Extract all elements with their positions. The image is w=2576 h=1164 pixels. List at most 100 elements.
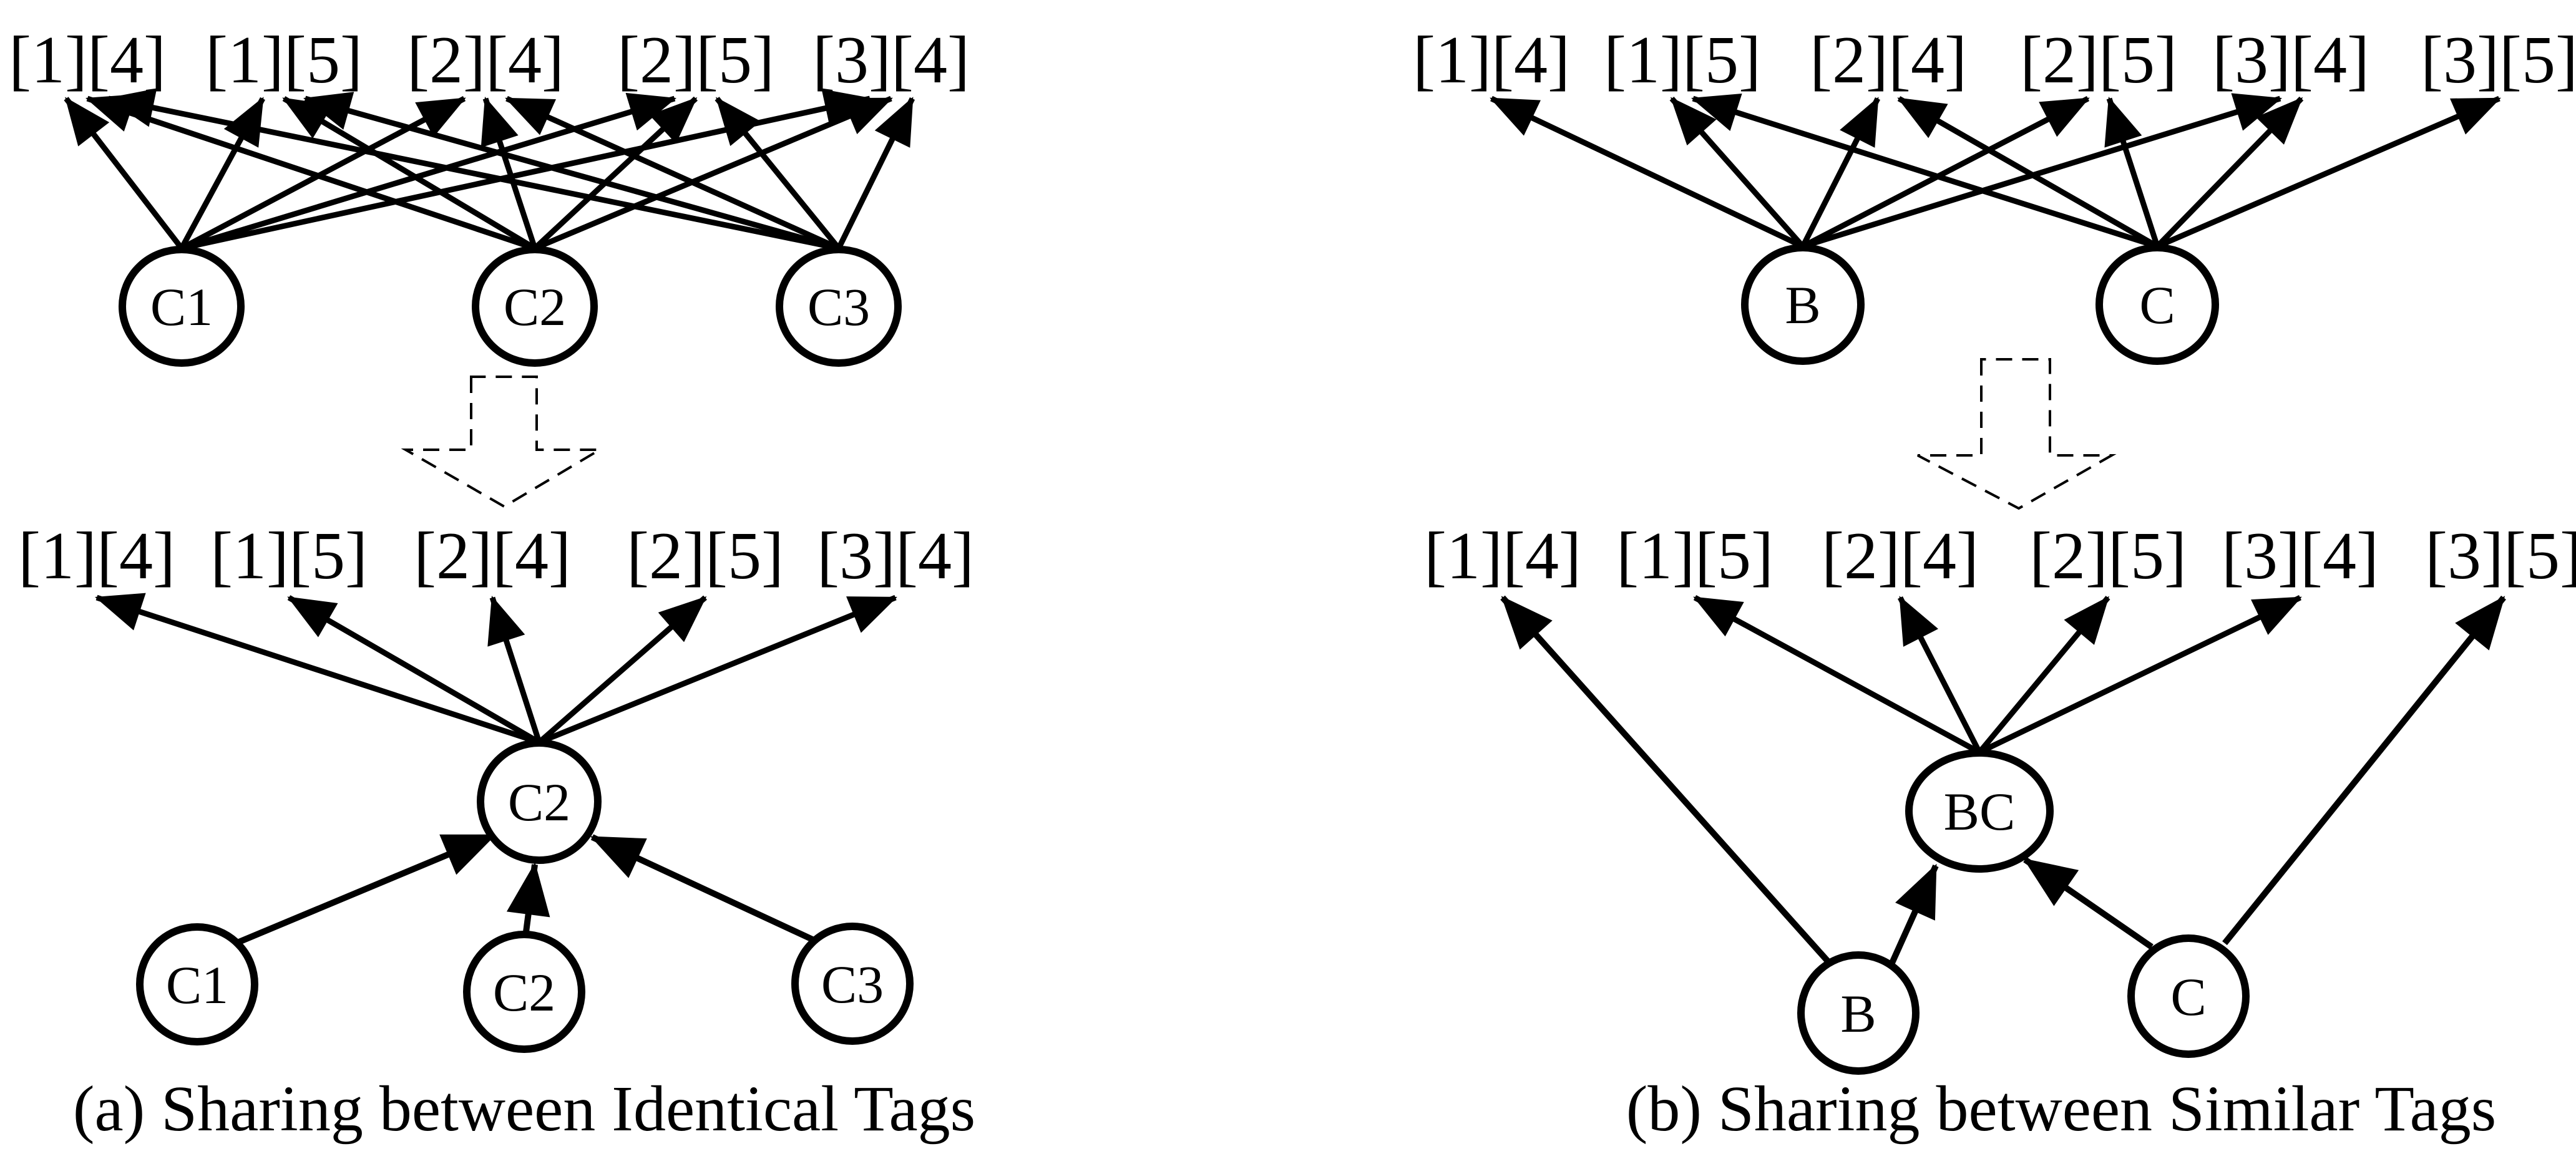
edge-arrow (2156, 95, 2501, 250)
edge-arrow (538, 594, 897, 745)
node-circle (2127, 934, 2250, 1058)
edges-b-bottom (1500, 594, 2506, 968)
node-C2: C2 (463, 931, 585, 1053)
node-label: C2 (508, 772, 570, 832)
node-circle (1905, 749, 2054, 873)
tag-label: [2][4] (407, 23, 564, 97)
edge-arrow (2155, 96, 2304, 249)
edge-arrow (1690, 93, 2159, 250)
edge-arrow (1897, 596, 1983, 754)
node-circle (119, 246, 245, 367)
tag-label: [3][4] (817, 519, 974, 593)
edge-arrow (180, 96, 466, 251)
caption-a: (a) Sharing between Identical Tags (73, 1073, 975, 1145)
edge-arrow (2222, 595, 2506, 946)
edge-arrow (179, 97, 265, 250)
edge-arrow (95, 593, 540, 745)
node-circle (776, 246, 902, 367)
node-label: B (1840, 984, 1876, 1044)
edge-arrow (1897, 96, 2159, 249)
edge-arrow (1500, 595, 1831, 964)
tag-label: [1][4] (9, 23, 166, 97)
tag-label: [2][4] (1822, 519, 1979, 593)
node-label: C2 (493, 963, 555, 1022)
edge-arrow (487, 596, 542, 744)
node-C: C (2095, 244, 2219, 365)
edge-arrow (85, 94, 536, 251)
node-label: B (1785, 275, 1820, 335)
edge-arrow (537, 595, 707, 745)
node-C3: C3 (791, 923, 914, 1045)
edges-a-top (64, 88, 915, 251)
node-circle (463, 931, 585, 1053)
node-label: C (2170, 967, 2206, 1027)
tag-label: [1][4] (1413, 23, 1570, 97)
node-B: B (1797, 951, 1920, 1075)
caption-b: (b) Sharing between Similar Tags (1626, 1073, 2497, 1145)
node-C: C (2127, 934, 2250, 1058)
node-BC: BC (1905, 749, 2054, 873)
node-circle (1797, 951, 1920, 1075)
edge-arrow (1978, 594, 2302, 755)
tag-label: [1][4] (1424, 519, 1581, 593)
edge-arrow (1888, 863, 1939, 968)
edge-arrow (532, 96, 698, 251)
tag-label: [1][5] (1616, 519, 1773, 593)
node-circle (1741, 244, 1865, 365)
node-circle (136, 923, 258, 1045)
edge-arrow (181, 89, 872, 251)
edge-arrow (534, 95, 893, 251)
merge-transform-arrow-icon-a (401, 376, 605, 508)
node-label: C (2139, 275, 2175, 335)
tag-labels-b-bottom: [1][4] [1][5] [2][4] [2][5] [3][4] [3][5] (1424, 519, 2576, 593)
nodes-a-top: C1 C2 C3 (119, 246, 902, 367)
node-C2: C2 (477, 739, 602, 864)
tag-labels-b-top: [1][4] [1][5] [2][4] [2][5] [3][4] [3][5] (1413, 23, 2576, 97)
edge-arrow (590, 834, 814, 943)
node-label: C1 (150, 277, 213, 337)
edge-arrow (481, 97, 538, 250)
edge-arrow (2104, 97, 2160, 248)
node-C2: C2 (472, 246, 598, 367)
node-C1: C1 (119, 246, 245, 367)
tag-label: [1][5] (210, 519, 368, 593)
tag-label: [3][5] (2421, 23, 2576, 97)
node-label: BC (1944, 782, 2016, 841)
edges-a-bottom (95, 593, 897, 945)
tag-label: [3][4] (2222, 519, 2379, 593)
tag-label: [2][5] (2029, 519, 2187, 593)
tag-label: [2][5] (617, 23, 774, 97)
edge-arrow (64, 97, 184, 250)
edge-arrow (505, 95, 840, 251)
edge-arrow (180, 92, 677, 251)
tag-label: [3][4] (2212, 23, 2369, 97)
edge-arrow (506, 862, 550, 933)
tag-label: [2][4] (414, 519, 571, 593)
node-circle (2095, 244, 2219, 365)
edge-arrow (287, 595, 541, 745)
tag-label: [1][5] (1604, 23, 1761, 97)
edge-arrow (1490, 95, 1804, 250)
tag-label: [3][5] (2425, 519, 2576, 593)
tag-label: [2][5] (2020, 23, 2177, 97)
node-C1: C1 (136, 923, 258, 1045)
node-C3: C3 (776, 246, 902, 367)
node-circle (477, 739, 602, 864)
tag-label: [3][4] (812, 23, 970, 97)
tag-labels-a-top: [1][4][1][5][2][4][2][5][3][4] (9, 23, 970, 97)
node-B: B (1741, 244, 1865, 365)
edge-arrow (836, 97, 915, 250)
edge-arrow (2023, 856, 2154, 950)
tag-label: [2][4] (1810, 23, 1967, 97)
edge-arrow (1977, 596, 2110, 754)
node-circle (472, 246, 598, 367)
node-label: C3 (821, 954, 884, 1014)
tag-label: [1][4] (18, 519, 175, 593)
node-circle (791, 923, 914, 1045)
edge-arrow (715, 97, 841, 250)
